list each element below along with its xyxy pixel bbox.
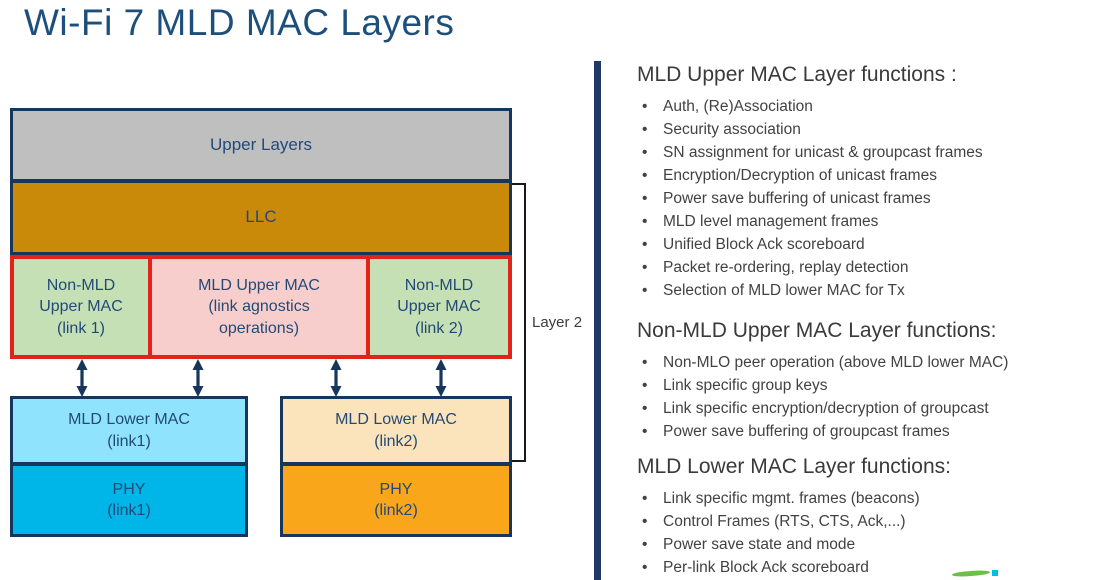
bullet-list: Link specific mgmt. frames (beacons) Con… <box>637 487 1105 579</box>
section-heading: Non-MLD Upper MAC Layer functions: <box>637 319 997 342</box>
logo-fragment <box>950 569 1005 580</box>
list-item: Link specific mgmt. frames (beacons) <box>637 487 1105 510</box>
link2-stack: MLD Lower MAC (link2) PHY (link2) <box>280 396 512 537</box>
layer2-bracket <box>512 183 526 462</box>
block-non-mld-upper-mac-link1: Non-MLD Upper MAC (link 1) <box>14 259 148 355</box>
section-heading: MLD Upper MAC Layer functions : <box>637 63 957 86</box>
list-item: SN assignment for unicast & groupcast fr… <box>637 141 1105 164</box>
section-non-mld-upper-mac-functions: Non-MLD Upper MAC Layer functions: Non-M… <box>637 319 1105 443</box>
list-item: Power save state and mode <box>637 533 1105 556</box>
block-mld-lower-mac-link2: MLD Lower MAC (link2) <box>283 399 509 462</box>
block-upper-layers: Upper Layers <box>10 108 512 182</box>
logo-swoosh-icon <box>951 569 991 578</box>
page-title: Wi-Fi 7 MLD MAC Layers <box>24 2 455 43</box>
list-item: Packet re-ordering, replay detection <box>637 256 1105 279</box>
block-non-mld-upper-mac-link2: Non-MLD Upper MAC (link 2) <box>370 259 508 355</box>
list-item: Link specific group keys <box>637 374 1105 397</box>
logo-dot-icon <box>992 570 998 576</box>
list-item: Selection of MLD lower MAC for Tx <box>637 279 1105 302</box>
section-mld-lower-mac-functions: MLD Lower MAC Layer functions: Link spec… <box>637 455 1105 579</box>
block-mld-upper-mac-label: MLD Upper MAC (link agnostics operations… <box>198 276 320 337</box>
link1-stack: MLD Lower MAC (link1) PHY (link1) <box>10 396 248 537</box>
list-item: Control Frames (RTS, CTS, Ack,...) <box>637 510 1105 533</box>
bullet-list: Non-MLO peer operation (above MLD lower … <box>637 351 1105 443</box>
link-arrows <box>76 359 447 397</box>
list-item: Unified Block Ack scoreboard <box>637 233 1105 256</box>
upper-mac-row: Non-MLD Upper MAC (link 1) MLD Upper MAC… <box>10 255 512 359</box>
block-phy-link1-label: PHY (link1) <box>107 480 151 519</box>
double-arrow-icon <box>435 359 447 397</box>
layer2-label: Layer 2 <box>532 314 583 331</box>
list-item: Power save buffering of unicast frames <box>637 187 1105 210</box>
list-item: Security association <box>637 118 1105 141</box>
list-item: Link specific encryption/decryption of g… <box>637 397 1105 420</box>
section-heading: MLD Lower MAC Layer functions: <box>637 455 951 478</box>
list-item: Auth, (Re)Association <box>637 95 1105 118</box>
block-phy-link1: PHY (link1) <box>13 462 245 534</box>
double-arrow-icon <box>76 359 88 397</box>
list-item: Encryption/Decryption of unicast frames <box>637 164 1105 187</box>
bullet-list: Auth, (Re)Association Security associati… <box>637 95 1105 302</box>
block-mld-lower-mac-link2-label: MLD Lower MAC (link2) <box>335 411 457 450</box>
block-llc-label: LLC <box>245 207 277 227</box>
block-mld-lower-mac-link1: MLD Lower MAC (link1) <box>13 399 245 462</box>
list-item: Power save buffering of groupcast frames <box>637 420 1105 443</box>
double-arrow-icon <box>192 359 204 397</box>
double-arrow-icon <box>330 359 342 397</box>
block-phy-link2-label: PHY (link2) <box>374 480 418 519</box>
list-item: Non-MLO peer operation (above MLD lower … <box>637 351 1105 374</box>
section-mld-upper-mac-functions: MLD Upper MAC Layer functions : Auth, (R… <box>637 63 1105 302</box>
block-mld-upper-mac: MLD Upper MAC (link agnostics operations… <box>148 259 370 355</box>
vertical-divider <box>594 61 601 580</box>
block-phy-link2: PHY (link2) <box>283 462 509 534</box>
list-item: Per-link Block Ack scoreboard <box>637 556 1105 579</box>
block-llc: LLC <box>10 180 512 255</box>
block-upper-layers-label: Upper Layers <box>209 134 313 154</box>
list-item: MLD level management frames <box>637 210 1105 233</box>
block-non-mld-upper-mac-link2-label: Non-MLD Upper MAC (link 2) <box>397 276 481 337</box>
block-non-mld-upper-mac-link1-label: Non-MLD Upper MAC (link 1) <box>39 276 123 337</box>
block-mld-lower-mac-link1-label: MLD Lower MAC (link1) <box>68 411 190 450</box>
